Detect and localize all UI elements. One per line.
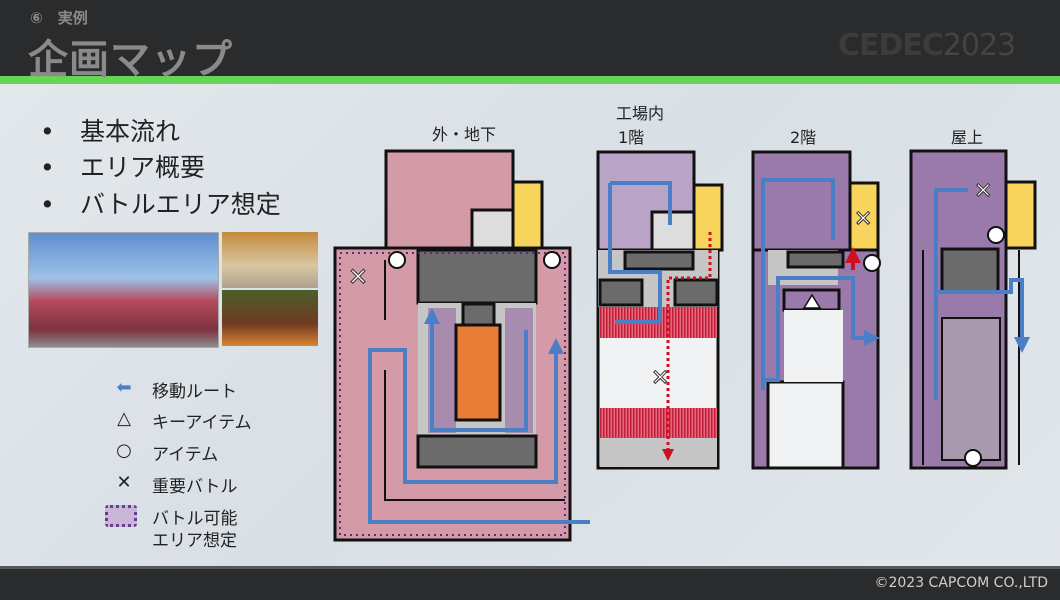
legend-item: アイテム — [152, 445, 219, 465]
map-label-floor2: 2階 — [790, 128, 816, 147]
footer-bar — [0, 566, 1060, 600]
stage-screenshot — [28, 232, 219, 348]
circle-icon: ○ — [116, 440, 132, 461]
arrow-left-icon: ⬅ — [116, 377, 132, 398]
copyright: ©2023 CAPCOM CO.,LTD — [874, 575, 1048, 591]
map-floor1 — [596, 150, 724, 470]
key-item-triangle-icon — [802, 293, 822, 309]
slide-title: 企画マップ — [28, 37, 233, 83]
header-accent-bar — [0, 76, 1060, 84]
map-label-outside: 外・地下 — [432, 125, 496, 144]
battle-cross-icon: ✕ — [854, 207, 872, 232]
header-bar — [0, 0, 1060, 77]
item-circle-icon — [543, 251, 561, 269]
retro-screenshot-top — [222, 232, 318, 288]
legend-route: 移動ルート — [152, 382, 237, 402]
bullet-item: •バトルエリア想定 — [40, 190, 281, 219]
section-label: ⑥ 実例 — [30, 9, 88, 27]
legend-battle-area: バトル可能 — [152, 509, 238, 529]
map-label-roof: 屋上 — [951, 128, 983, 147]
legend-battle-area-2: エリア想定 — [152, 531, 237, 551]
item-circle-icon — [964, 449, 982, 467]
map-label-floor1: 1階 — [618, 128, 644, 147]
item-circle-icon — [987, 226, 1005, 244]
retro-screenshot-bottom — [222, 290, 318, 346]
map-roof — [909, 149, 1037, 470]
bullet-item: •基本流れ — [40, 117, 181, 146]
item-circle-icon — [863, 254, 881, 272]
triangle-icon: △ — [117, 408, 131, 429]
dotted-square-icon — [105, 505, 137, 527]
item-circle-icon — [388, 251, 406, 269]
map-label-factory: 工場内 — [616, 104, 664, 123]
battle-cross-icon: ✕ — [974, 179, 992, 204]
map-floor2 — [751, 150, 880, 470]
bullet-item: •エリア概要 — [40, 153, 206, 182]
legend-battle: 重要バトル — [152, 477, 238, 497]
battle-cross-icon: ✕ — [348, 263, 368, 291]
legend-key-item: キーアイテム — [152, 413, 252, 433]
cedec-logo: CEDEC2023 — [838, 28, 1016, 63]
battle-cross-icon: ✕ — [651, 366, 669, 391]
cross-icon: ✕ — [116, 472, 132, 493]
